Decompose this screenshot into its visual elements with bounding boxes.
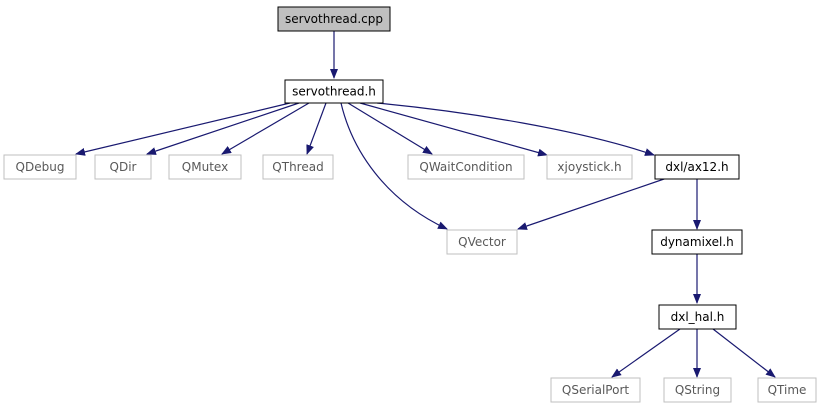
node-label-qdebug: QDebug xyxy=(16,160,65,174)
edge-servothread-h-to-qwaitcondition xyxy=(347,102,433,155)
node-xjoystick-h: xjoystick.h xyxy=(546,154,633,180)
node-qdebug: QDebug xyxy=(3,154,77,180)
node-servothread-h[interactable]: servothread.h xyxy=(284,79,384,104)
edge-servothread-h-to-qdir xyxy=(146,102,300,155)
node-qstring: QString xyxy=(663,377,732,403)
nodes: servothread.cpp servothread.h QDebug QDi… xyxy=(3,6,817,403)
node-label-qstring: QString xyxy=(675,383,720,397)
node-label-qtime: QTime xyxy=(768,383,807,397)
node-label-dynamixel-h: dynamixel.h xyxy=(660,235,734,249)
node-dxl-ax12-h[interactable]: dxl/ax12.h xyxy=(654,154,740,180)
node-qdir: QDir xyxy=(94,154,152,180)
edge-dxl-hal-h-to-qserialport xyxy=(611,328,681,378)
edge-servothread-h-to-xjoystick-h xyxy=(359,102,548,157)
node-label-qserialport: QSerialPort xyxy=(562,383,629,397)
node-qtime: QTime xyxy=(757,377,817,403)
node-label-dxl-hal-h: dxl_hal.h xyxy=(671,310,725,324)
edges xyxy=(75,31,776,378)
node-servothread-cpp: servothread.cpp xyxy=(277,6,391,32)
edge-servothread-h-to-qdebug xyxy=(75,102,291,156)
node-qvector: QVector xyxy=(446,229,518,255)
edge-servothread-h-to-qthread xyxy=(306,102,327,155)
node-label-servothread-cpp: servothread.cpp xyxy=(285,12,383,26)
node-dxl-hal-h[interactable]: dxl_hal.h xyxy=(658,304,737,330)
node-label-servothread-h: servothread.h xyxy=(292,85,376,99)
edge-servothread-h-to-qvector xyxy=(340,102,448,230)
edge-dxl-ax12-h-to-qvector xyxy=(517,177,668,230)
edge-servothread-h-to-dxl-ax12-h xyxy=(376,102,655,156)
node-label-qmutex: QMutex xyxy=(182,160,228,174)
node-dynamixel-h[interactable]: dynamixel.h xyxy=(651,229,743,255)
node-qthread: QThread xyxy=(262,154,334,180)
node-label-qdir: QDir xyxy=(110,160,137,174)
node-qmutex: QMutex xyxy=(168,154,242,180)
node-label-qwaitcondition: QWaitCondition xyxy=(419,160,512,174)
edge-servothread-h-to-qmutex xyxy=(221,102,310,155)
node-label-dxl-ax12-h: dxl/ax12.h xyxy=(665,160,728,174)
node-qserialport: QSerialPort xyxy=(550,377,641,403)
node-qwaitcondition: QWaitCondition xyxy=(407,154,525,180)
node-label-qthread: QThread xyxy=(272,160,323,174)
edge-dxl-hal-h-to-qtime xyxy=(712,328,776,378)
node-label-xjoystick-h: xjoystick.h xyxy=(557,160,621,174)
node-label-qvector: QVector xyxy=(458,235,506,249)
